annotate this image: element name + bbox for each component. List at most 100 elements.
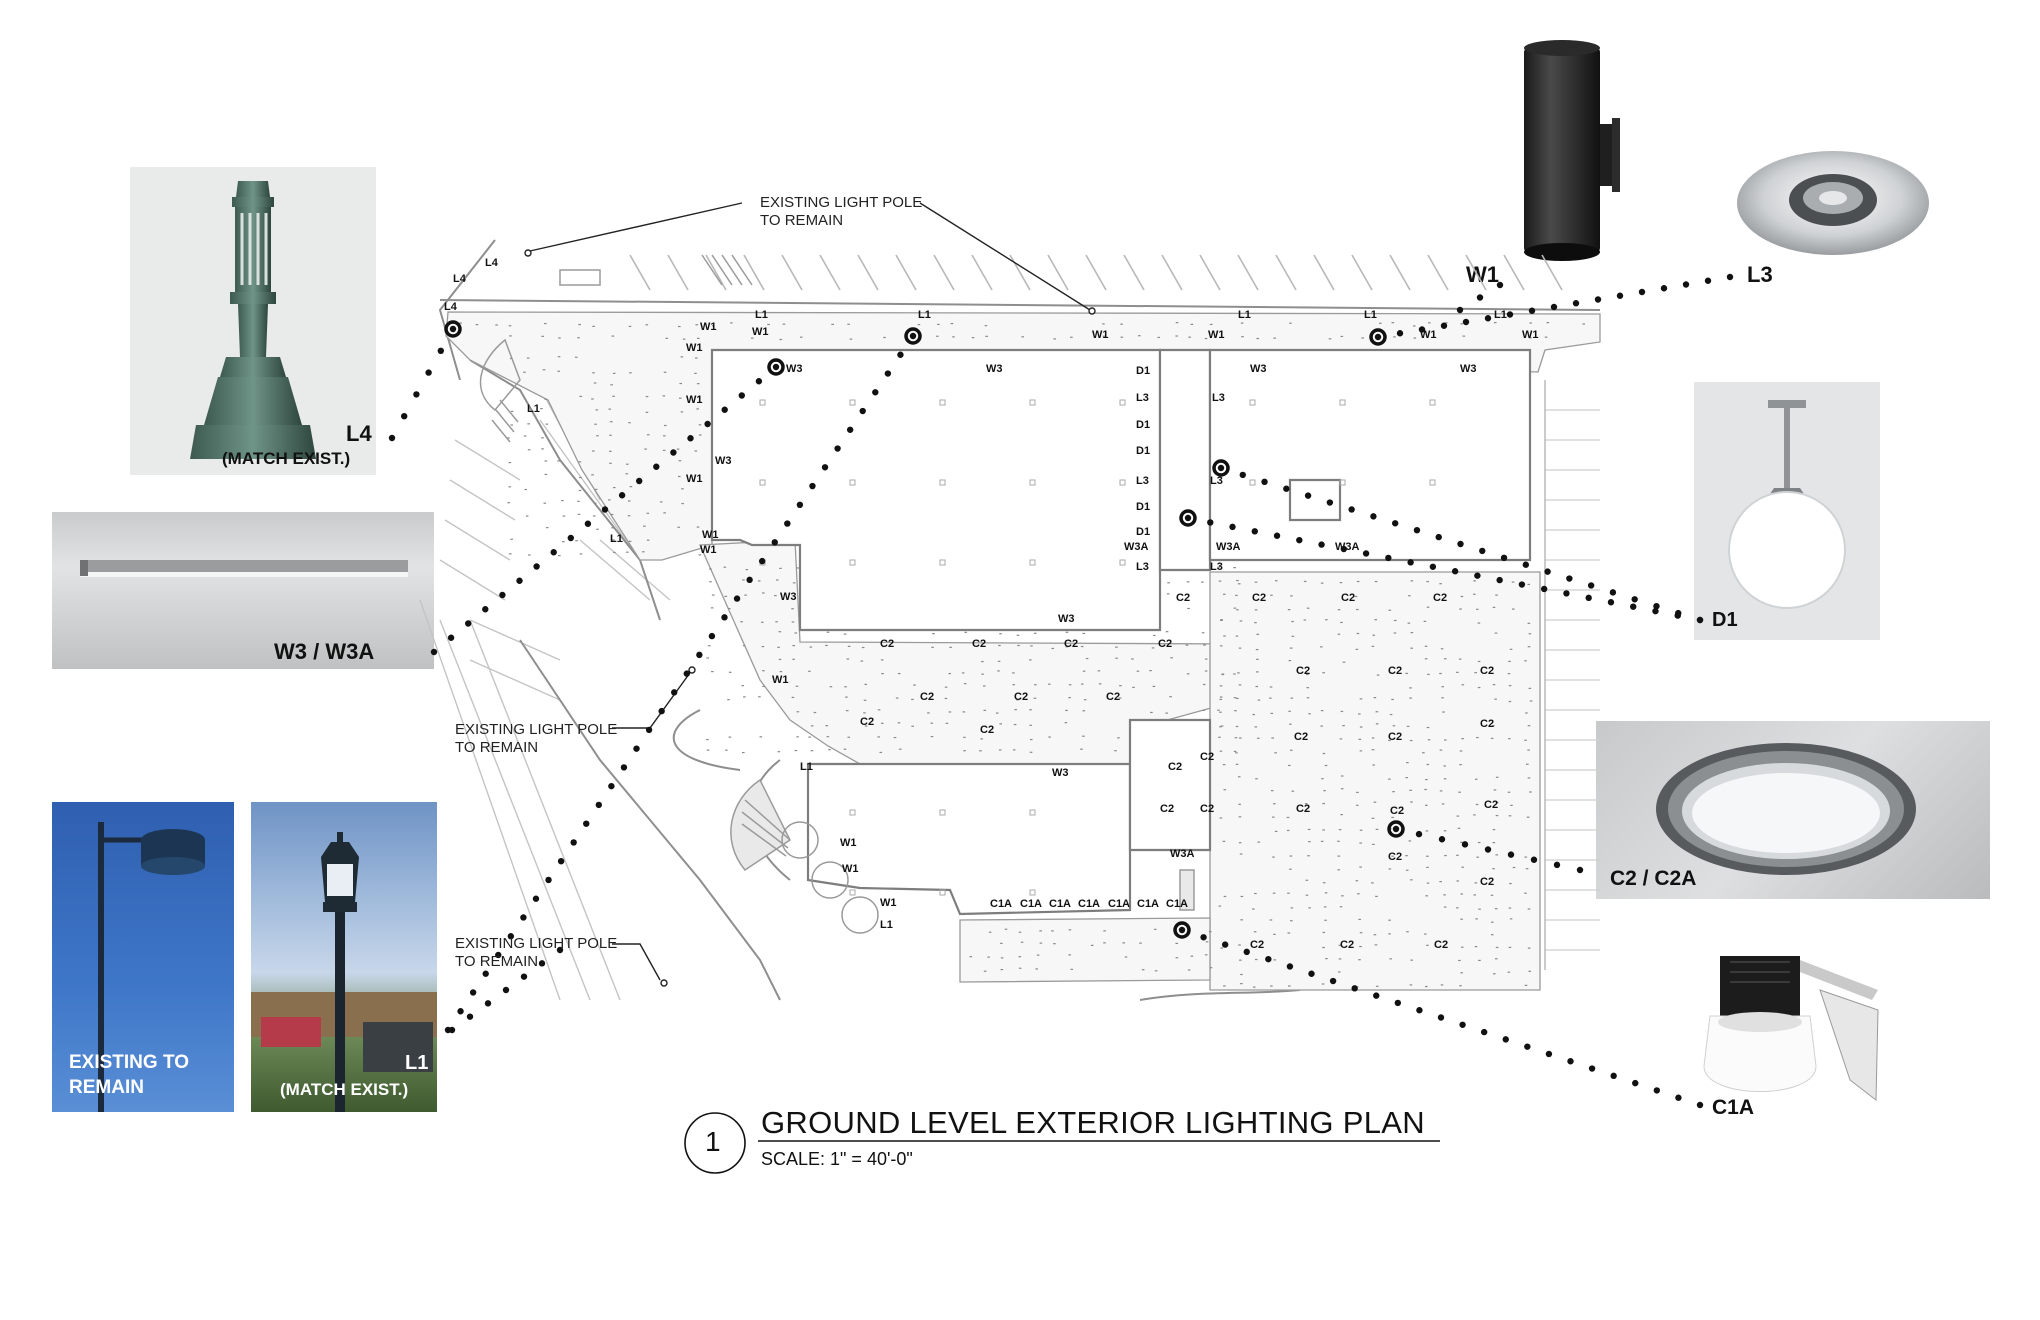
- stipple-mark: [1154, 970, 1158, 972]
- c2-fixture-photo: [1596, 721, 1990, 899]
- stipple-mark: [1237, 776, 1241, 778]
- stipple-mark: [1527, 908, 1531, 910]
- stipple-mark: [1426, 606, 1430, 608]
- leader-dot: [499, 591, 506, 599]
- stipple-mark: [1103, 930, 1106, 932]
- stipple-mark: [796, 567, 799, 569]
- stipple-mark: [527, 554, 531, 556]
- leader-dot: [532, 895, 540, 902]
- stipple-mark: [1425, 778, 1428, 781]
- leader-dot: [872, 389, 879, 396]
- stipple-mark: [1272, 892, 1276, 894]
- leader-dot: [1440, 322, 1448, 329]
- stipple-mark: [1274, 752, 1277, 754]
- stipple-mark: [945, 722, 949, 724]
- stipple-mark: [1165, 631, 1169, 633]
- stipple-mark: [980, 738, 983, 740]
- stipple-mark: [1443, 658, 1447, 660]
- stipple-mark: [1477, 686, 1481, 689]
- stipple-mark: [1357, 893, 1360, 895]
- stipple-mark: [1238, 647, 1242, 649]
- stipple-mark: [1021, 336, 1025, 338]
- stipple-mark: [1525, 763, 1529, 765]
- stipple-mark: [1544, 336, 1548, 338]
- stipple-mark: [998, 749, 1002, 751]
- stipple-mark: [750, 337, 754, 339]
- stipple-mark: [1114, 750, 1117, 752]
- stipple-mark: [1254, 726, 1258, 728]
- stipple-mark: [526, 357, 530, 359]
- stipple-mark: [1223, 895, 1227, 898]
- leader-dot: [495, 951, 502, 959]
- column-mark: [1029, 399, 1036, 406]
- plan-tag-w3a: W3A: [1335, 541, 1360, 553]
- stipple-mark: [1361, 337, 1364, 339]
- stipple-mark: [1170, 657, 1173, 659]
- stipple-mark: [1508, 685, 1512, 687]
- stipple-mark: [1388, 933, 1391, 935]
- leader-dot: [1394, 999, 1402, 1007]
- stipple-mark: [1289, 322, 1292, 324]
- stipple-mark: [979, 750, 982, 752]
- stipple-mark: [881, 722, 884, 724]
- pole-callout-mid-line1: EXISTING LIGHT POLE: [455, 721, 618, 738]
- stipple-mark: [1511, 608, 1515, 610]
- stipple-mark: [1494, 698, 1497, 700]
- stipple-mark: [1507, 673, 1511, 675]
- leader-dot: [1726, 273, 1734, 281]
- stipple-mark: [1375, 711, 1379, 713]
- leader-dot: [401, 413, 408, 420]
- stipple-mark: [1115, 646, 1118, 648]
- leader-dot: [653, 463, 660, 470]
- leader-dot: [1273, 532, 1281, 539]
- stipple-mark: [1235, 697, 1239, 700]
- stipple-mark: [1256, 337, 1259, 340]
- stipple-mark: [1254, 581, 1258, 583]
- leader-dot: [1563, 590, 1570, 597]
- stipple-mark: [1291, 620, 1294, 623]
- stipple-mark: [984, 325, 988, 327]
- stipple-mark: [508, 325, 512, 327]
- leader-dot: [771, 539, 778, 546]
- stipple-mark: [1220, 619, 1223, 621]
- leader-dot: [1660, 285, 1668, 292]
- stipple-mark: [1439, 790, 1443, 792]
- stipple-mark: [1065, 646, 1069, 648]
- stipple-mark: [1528, 970, 1532, 972]
- leader-dot: [1456, 306, 1464, 314]
- stipple-mark: [997, 660, 1001, 662]
- plan-tag-w1: W1: [686, 473, 703, 485]
- plan-tag-w3a: W3A: [1124, 541, 1149, 553]
- stipple-mark: [1217, 709, 1220, 711]
- stipple-mark: [1048, 683, 1051, 685]
- fixture-leader-dots: [388, 273, 1734, 1109]
- stipple-mark: [1388, 919, 1391, 921]
- stipple-mark: [1425, 985, 1428, 988]
- stipple-mark: [794, 749, 798, 752]
- column-mark: [1119, 559, 1126, 566]
- stipple-mark: [627, 515, 631, 517]
- leader-dot: [507, 933, 515, 940]
- plan-tag-c2: C2: [1388, 665, 1402, 677]
- plan-tag-c1a: C1A: [1049, 898, 1071, 910]
- stipple-mark: [1372, 843, 1375, 845]
- stipple-mark: [1473, 814, 1476, 816]
- stipple-mark: [1405, 672, 1408, 675]
- leader-dot: [1373, 992, 1380, 999]
- stipple-mark: [1359, 750, 1363, 752]
- stipple-mark: [1409, 687, 1412, 689]
- stipple-mark: [541, 437, 544, 439]
- plan-tag-c2: C2: [1296, 665, 1310, 677]
- column-mark: [1249, 479, 1256, 486]
- stipple-mark: [944, 697, 948, 700]
- stipple-mark: [1323, 906, 1327, 908]
- stipple-mark: [1237, 583, 1241, 585]
- column-mark: [1339, 479, 1346, 486]
- stipple-mark: [1070, 968, 1074, 970]
- stipple-mark: [897, 722, 901, 724]
- l4-fixture-photo: [130, 167, 376, 475]
- stipple-mark: [1426, 763, 1430, 766]
- column-mark: [939, 889, 946, 896]
- stipple-mark: [1492, 829, 1496, 831]
- stipple-mark: [1082, 735, 1085, 737]
